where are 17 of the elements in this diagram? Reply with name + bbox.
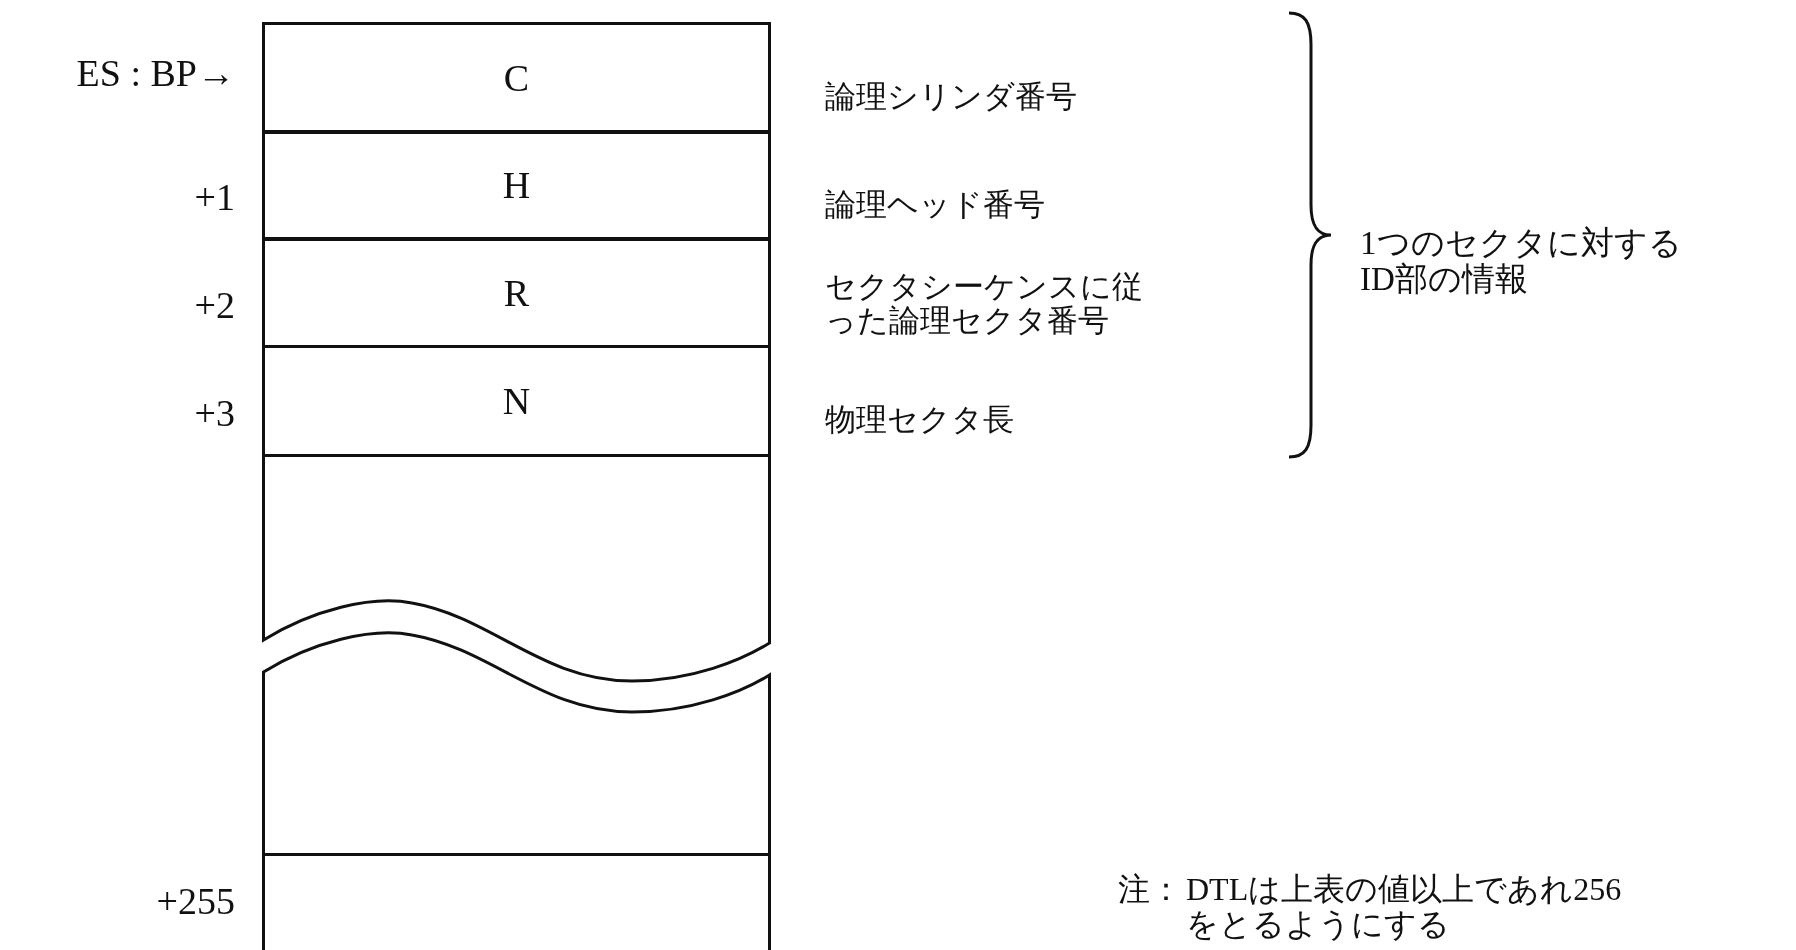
offset-label: +255 xyxy=(155,880,235,924)
note-label: 注： xyxy=(1118,872,1182,908)
field-description: セクタシーケンスに従った論理セクタ番号 xyxy=(825,270,1144,339)
field-description: 物理セクタ長 xyxy=(825,403,1014,438)
field-description: 論理シリンダ番号 xyxy=(825,80,1077,115)
offset-label: +3 xyxy=(193,392,235,436)
note-text: DTLは上表の値以上であれ256をとるようにする xyxy=(1186,872,1622,943)
memory-cell: C xyxy=(262,22,771,134)
offset-label: ES : BP→ xyxy=(75,52,235,96)
memory-cell xyxy=(262,853,771,950)
offset-label: +2 xyxy=(193,284,235,328)
memory-cell: N xyxy=(262,345,771,457)
group-description: 1つのセクタに対するID部の情報 xyxy=(1360,225,1683,298)
offset-label: +1 xyxy=(193,176,235,220)
field-description: 論理ヘッド番号 xyxy=(825,188,1045,223)
memory-cell: R xyxy=(262,238,771,348)
memory-cell: H xyxy=(262,130,771,240)
